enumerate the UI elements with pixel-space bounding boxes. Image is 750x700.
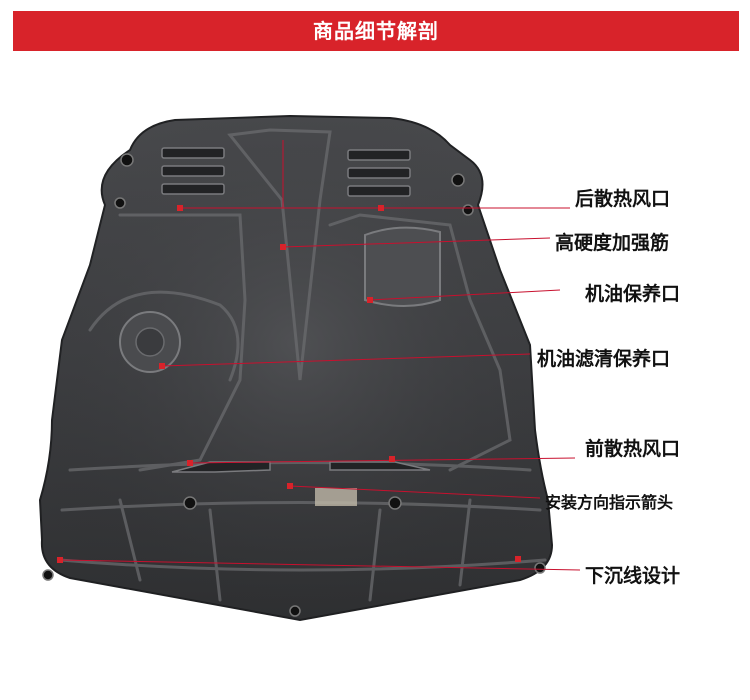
callout-markers bbox=[57, 205, 521, 563]
callout-oil-service-port: 机油保养口 bbox=[585, 283, 681, 305]
reinforcement-ribs bbox=[58, 128, 547, 602]
front-vents bbox=[171, 461, 431, 473]
callout-sunken-line: 下沉线设计 bbox=[585, 565, 681, 587]
title-banner: 商品细节解剖 bbox=[13, 11, 739, 51]
callout-lines bbox=[59, 140, 581, 571]
rear-vents bbox=[161, 147, 411, 197]
callout-direction-arrow: 安装方向指示箭头 bbox=[545, 493, 674, 512]
callout-rear-vent: 后散热风口 bbox=[575, 188, 671, 210]
mounting-holes bbox=[42, 153, 546, 617]
callout-oil-filter-port: 机油滤清保养口 bbox=[537, 348, 671, 370]
page-title: 商品细节解剖 bbox=[313, 19, 439, 43]
callout-reinforcement-rib: 高硬度加强筋 bbox=[555, 232, 670, 254]
direction-sticker bbox=[315, 488, 357, 506]
callout-front-vent: 前散热风口 bbox=[585, 438, 681, 460]
oil-service-cover bbox=[364, 226, 441, 307]
